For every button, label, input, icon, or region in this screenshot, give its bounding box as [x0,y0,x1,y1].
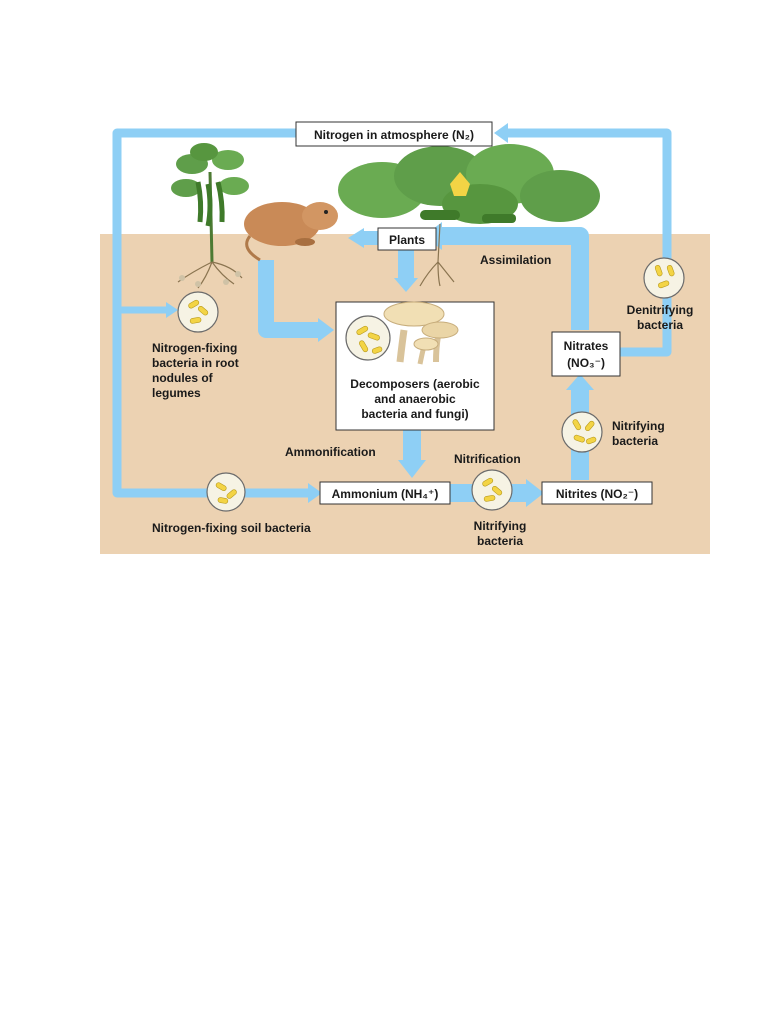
atmosphere-box [295,121,493,147]
soil-bacteria-label: Nitrogen-fixing soil bacteria [152,521,311,535]
bacteria-icon-decomposers [345,315,391,361]
plants-box [377,227,437,251]
arrow-denitrification [506,128,672,357]
mushroom-icon [383,301,459,365]
arrowhead-to-decomposers-top [394,278,418,292]
root-nodule-label-line1: Nitrogen-fixing [152,341,237,355]
nitrifying-lower-label-line1: Nitrifying [474,519,527,533]
nitrifying-lower-label-line2: bacteria [477,534,523,548]
nitrates-box [551,331,621,377]
arrowhead-to-nitrates [566,374,594,390]
root-nodule-label-line2: bacteria in root [152,356,239,370]
decomposers-label-line3: bacteria and fungi) [361,407,468,421]
denitrifying-label-line2: bacteria [637,318,683,332]
arrowhead-to-ammonium-top [398,460,426,478]
bacteria-icon-nitrifying-lower [471,469,513,511]
ammonium-box [319,481,451,505]
root-nodule-label-line4: legumes [152,386,201,400]
decomposers-label-line1: Decomposers (aerobic [350,377,480,391]
nitrates-label-line2: (NO₃⁻) [567,356,605,370]
denitrifying-label-line1: Denitrifying [627,303,694,317]
legume-plant-icon [171,143,249,289]
bacteria-icon-soil [206,472,246,512]
bacteria-icon-nitrifying-upper [561,411,603,453]
decomposers-label-line2: and anaerobic [374,392,456,406]
nitrites-box [541,481,653,505]
arrowhead-to-decomposers-left [318,318,334,342]
flow-arrows [112,123,672,507]
arrowhead-to-animals [348,228,364,248]
bacteria-icon-denitrifying [643,257,685,299]
arrow-assimilation [440,227,589,330]
ammonification-label: Ammonification [285,445,376,459]
arrow-animals-to-decomposers [258,260,320,338]
nitrites-label: Nitrites (NO₂⁻) [556,487,638,501]
atmosphere-label: Nitrogen in atmosphere (N₂) [314,128,474,142]
arrowhead-to-ammonium [308,483,322,503]
bacteria-icon-root-nodules [177,291,219,333]
ammonium-label: Ammonium (NH₄⁺) [332,487,439,501]
nitrates-label-line1: Nitrates [564,339,609,353]
gopher-icon [244,202,338,262]
nitrifying-upper-label-line2: bacteria [612,434,658,448]
arrowhead-root-nodules [166,302,178,318]
nitrogen-cycle-diagram: Nitrogen in atmosphere (N₂) Plants Decom… [100,112,710,554]
squash-plant-icon [338,144,600,287]
plants-label: Plants [389,233,425,247]
nitrification-label: Nitrification [454,452,521,466]
assimilation-label: Assimilation [480,253,551,267]
nitrifying-upper-label-line1: Nitrifying [612,419,665,433]
arrowhead-to-atmosphere [494,123,508,143]
root-nodule-label-line3: nodules of [152,371,214,385]
arrowhead-to-nitrites [526,479,544,507]
